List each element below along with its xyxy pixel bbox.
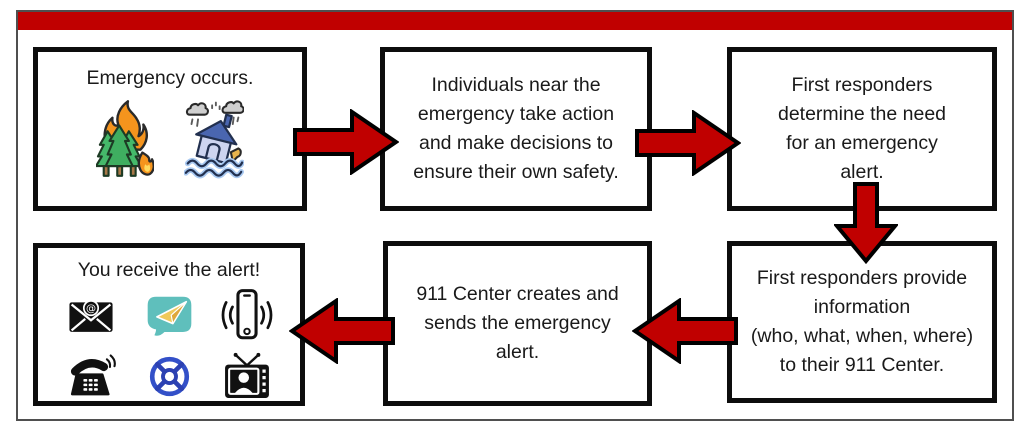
hazard-icon-row — [96, 98, 244, 182]
flood-house-icon — [184, 100, 244, 179]
alert-wheel-icon — [149, 356, 189, 396]
step-text: Individuals near the emergency take acti… — [413, 74, 619, 183]
alert-channel-icon-grid: @ — [59, 288, 279, 404]
step-individuals-take-action: Individuals near the emergency take acti… — [380, 47, 652, 211]
arrow-step4-to-step5 — [632, 298, 738, 364]
phone-vibrate-icon — [221, 289, 273, 340]
arrow-step2-to-step3 — [635, 110, 741, 176]
forest-fire-icon — [96, 100, 154, 177]
step-you-receive-alert: You receive the alert! @ — [33, 243, 305, 406]
arrow-step3-to-step4 — [834, 182, 898, 264]
step-text: First responders determine the need for … — [777, 74, 947, 183]
message-app-icon — [147, 296, 191, 336]
step-text: First responders provide information (wh… — [750, 267, 974, 376]
red-banner — [18, 12, 1012, 30]
step-title: You receive the alert! — [77, 259, 261, 281]
svg-text:@: @ — [86, 304, 96, 315]
arrow-step1-to-step2 — [293, 109, 399, 175]
tv-icon — [225, 352, 269, 398]
step-911-center-creates: 911 Center creates and sends the emergen… — [383, 241, 652, 406]
step-text: 911 Center creates and sends the emergen… — [416, 283, 619, 363]
step-responders-provide: First responders provide information (wh… — [727, 241, 997, 403]
telephone-icon — [70, 354, 116, 396]
step-title: Emergency occurs. — [86, 67, 254, 89]
step-emergency-occurs: Emergency occurs. — [33, 47, 307, 211]
email-icon: @ — [69, 300, 113, 332]
arrow-step5-to-step6 — [289, 298, 395, 364]
